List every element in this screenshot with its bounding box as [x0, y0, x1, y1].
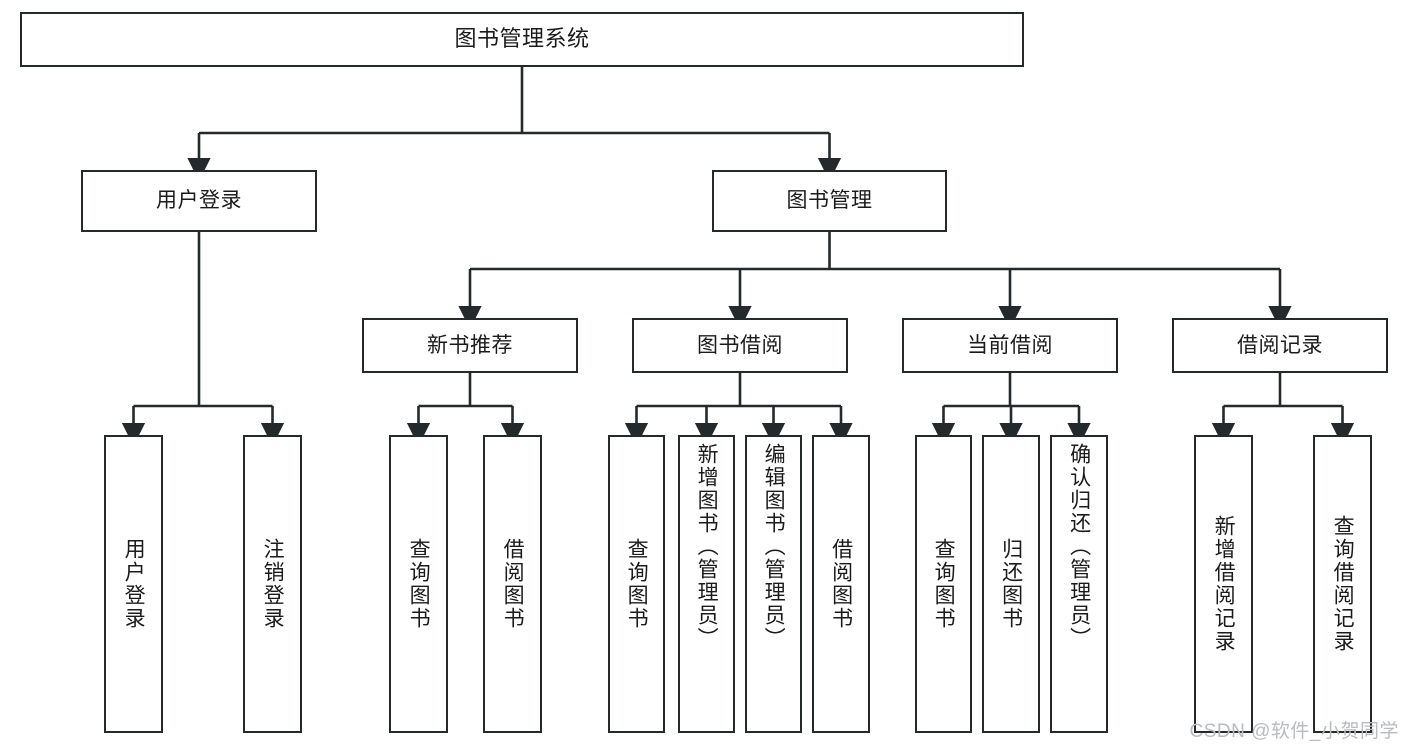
node-label: 查询图书 — [407, 538, 431, 630]
node-n0[interactable]: 图书管理系统 — [20, 12, 1024, 67]
node-l8[interactable]: 借阅图书 — [812, 435, 870, 733]
node-label: 新书推荐 — [427, 333, 513, 357]
node-label: 归还图书 — [999, 538, 1023, 630]
node-label: 图书管理 — [786, 189, 873, 213]
node-label: 查询图书 — [932, 538, 956, 630]
node-label: 借阅记录 — [1237, 333, 1323, 357]
node-l12[interactable]: 新增借阅记录 — [1194, 435, 1253, 733]
node-l11[interactable]: 确认归还（管理员） — [1050, 435, 1108, 733]
watermark-text: CSDN @软件_小贺同学 — [1189, 721, 1399, 742]
node-l5[interactable]: 查询图书 — [608, 435, 665, 733]
node-l3[interactable]: 查询图书 — [389, 435, 448, 733]
node-label: 借阅图书 — [829, 538, 853, 630]
node-label: 图书管理系统 — [454, 26, 590, 52]
node-label: 查询借阅记录 — [1331, 515, 1355, 653]
node-label: 借阅图书 — [501, 538, 525, 630]
node-n5[interactable]: 当前借阅 — [902, 318, 1118, 373]
node-label: 确认归还（管理员） — [1067, 443, 1091, 650]
node-label: 图书借阅 — [697, 333, 783, 357]
node-l7[interactable]: 编辑图书（管理员） — [745, 435, 802, 733]
node-n3[interactable]: 新书推荐 — [362, 318, 578, 373]
node-label: 新增图书（管理员） — [695, 443, 719, 650]
node-label: 当前借阅 — [967, 333, 1053, 357]
node-label: 新增借阅记录 — [1212, 515, 1236, 653]
node-l1[interactable]: 用户登录 — [104, 435, 163, 733]
node-label: 查询图书 — [625, 538, 649, 630]
node-l13[interactable]: 查询借阅记录 — [1313, 435, 1372, 733]
node-label: 注销登录 — [261, 538, 285, 630]
node-l4[interactable]: 借阅图书 — [483, 435, 542, 733]
node-l9[interactable]: 查询图书 — [915, 435, 972, 733]
node-n2[interactable]: 图书管理 — [712, 170, 947, 232]
node-n4[interactable]: 图书借阅 — [632, 318, 848, 373]
node-n6[interactable]: 借阅记录 — [1172, 318, 1388, 373]
node-label: 用户登录 — [156, 189, 242, 213]
node-l6[interactable]: 新增图书（管理员） — [678, 435, 735, 733]
node-l10[interactable]: 归还图书 — [982, 435, 1040, 733]
node-n1[interactable]: 用户登录 — [81, 170, 317, 232]
node-label: 用户登录 — [122, 538, 146, 630]
node-l2[interactable]: 注销登录 — [243, 435, 302, 733]
node-label: 编辑图书（管理员） — [762, 443, 786, 650]
